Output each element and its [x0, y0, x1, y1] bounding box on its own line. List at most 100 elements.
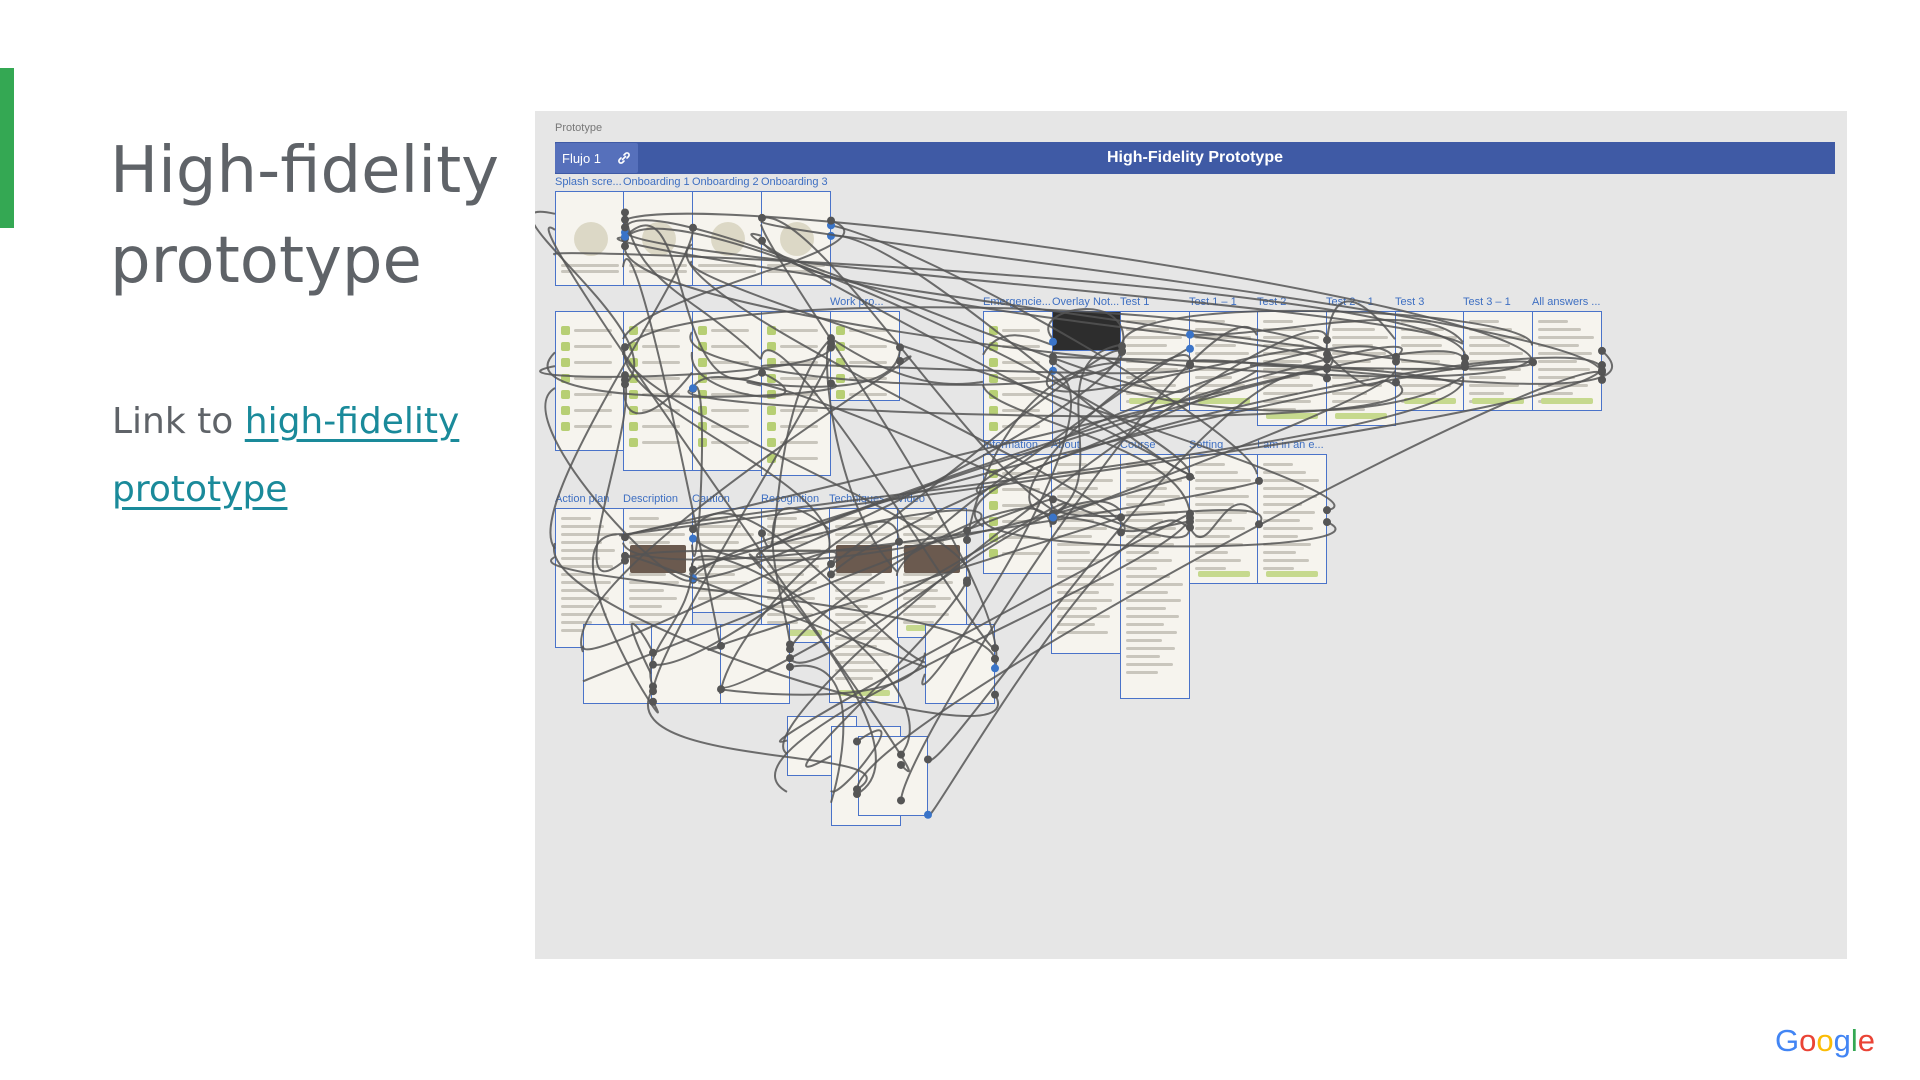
- connection-handle[interactable]: [689, 384, 697, 393]
- prototype-frame[interactable]: [1120, 454, 1190, 699]
- connection-handle[interactable]: [758, 368, 766, 377]
- connection-wire: [547, 226, 910, 773]
- connection-handle[interactable]: [621, 232, 629, 241]
- connection-wire: [707, 516, 1123, 651]
- connection-wire: [856, 371, 1605, 794]
- prototype-frame[interactable]: [623, 311, 693, 471]
- prototype-connections: [535, 208, 1614, 819]
- connection-wire: [624, 219, 1190, 394]
- connection-handle[interactable]: [621, 380, 629, 389]
- connection-handle[interactable]: [1598, 366, 1606, 375]
- connection-handle[interactable]: [827, 334, 835, 343]
- connection-handle[interactable]: [924, 810, 932, 819]
- connection-handle[interactable]: [963, 578, 971, 587]
- link-icon[interactable]: [616, 150, 632, 166]
- connection-handle[interactable]: [1323, 506, 1331, 515]
- connection-handle[interactable]: [1323, 518, 1331, 527]
- connection-wire: [622, 371, 693, 415]
- connection-handle[interactable]: [1186, 330, 1194, 339]
- connection-handle[interactable]: [1461, 359, 1469, 368]
- connection-wire: [539, 347, 832, 378]
- connection-handle[interactable]: [1186, 361, 1194, 370]
- connection-wire: [689, 260, 1336, 512]
- connection-wire: [1189, 318, 1464, 343]
- connection-handle[interactable]: [717, 685, 725, 694]
- connection-handle[interactable]: [1049, 513, 1057, 522]
- connection-handle[interactable]: [786, 662, 794, 671]
- connection-handle[interactable]: [897, 760, 905, 769]
- connection-handle[interactable]: [895, 537, 903, 546]
- connection-handle[interactable]: [896, 343, 904, 352]
- connection-handle[interactable]: [1255, 476, 1263, 485]
- connection-wire: [982, 519, 1337, 548]
- connection-wire: [921, 369, 1072, 686]
- connection-handle[interactable]: [1186, 344, 1194, 353]
- connection-handle[interactable]: [621, 551, 629, 560]
- connection-handle[interactable]: [853, 737, 861, 746]
- connection-handle[interactable]: [1049, 337, 1057, 346]
- connection-wire: [544, 387, 695, 582]
- connection-wire: [1188, 350, 1614, 385]
- connection-handle[interactable]: [786, 640, 794, 649]
- connection-handle[interactable]: [717, 641, 725, 650]
- connection-handle[interactable]: [896, 357, 904, 366]
- connection-handle[interactable]: [1323, 355, 1331, 364]
- connection-wire: [719, 520, 900, 695]
- connection-wire: [535, 210, 636, 385]
- prototype-frame[interactable]: [1189, 454, 1259, 584]
- flow-chip[interactable]: Flujo 1: [555, 143, 638, 173]
- connection-handle[interactable]: [1323, 374, 1331, 383]
- connection-wire: [760, 349, 996, 650]
- connection-wire: [720, 652, 926, 696]
- connection-wire: [692, 375, 1191, 539]
- connection-handle[interactable]: [621, 215, 629, 224]
- connection-handle[interactable]: [991, 654, 999, 663]
- connection-wire: [805, 580, 968, 768]
- connection-handle[interactable]: [991, 690, 999, 699]
- connection-handle[interactable]: [621, 371, 629, 380]
- prototype-link[interactable]: high-fidelity prototype: [112, 401, 460, 510]
- connection-handle[interactable]: [827, 570, 835, 579]
- connection-wire: [690, 555, 911, 756]
- connection-handle[interactable]: [758, 236, 766, 245]
- connection-handle[interactable]: [758, 529, 766, 538]
- prototype-frame[interactable]: [858, 736, 928, 816]
- prototype-frame[interactable]: [583, 624, 653, 704]
- connection-handle[interactable]: [621, 223, 629, 232]
- connection-handle[interactable]: [963, 536, 971, 545]
- connection-handle[interactable]: [991, 644, 999, 653]
- connection-handle[interactable]: [621, 242, 629, 251]
- connection-wire: [973, 356, 1604, 528]
- connection-handle[interactable]: [1186, 509, 1194, 518]
- connection-handle[interactable]: [853, 785, 861, 794]
- connection-handle[interactable]: [649, 682, 657, 691]
- connection-wire: [760, 363, 1192, 375]
- connection-handle[interactable]: [1118, 342, 1126, 351]
- connection-handle[interactable]: [758, 213, 766, 222]
- connection-handle[interactable]: [827, 560, 835, 569]
- connection-handle[interactable]: [1117, 513, 1125, 522]
- connection-wire: [624, 541, 898, 562]
- connection-handle[interactable]: [897, 796, 905, 805]
- connection-wire: [546, 351, 837, 398]
- connection-wire: [623, 554, 927, 668]
- google-logo: Google: [1775, 1023, 1875, 1058]
- connection-handle[interactable]: [1323, 336, 1331, 345]
- connection-handle[interactable]: [689, 525, 697, 534]
- connection-wire: [1052, 515, 1190, 533]
- connection-wire: [719, 502, 1068, 689]
- connection-wire: [1052, 360, 1464, 412]
- connection-handle[interactable]: [1118, 347, 1126, 356]
- connection-handle[interactable]: [1598, 346, 1606, 355]
- connection-handle[interactable]: [924, 755, 932, 764]
- prototype-frame[interactable]: [555, 191, 625, 286]
- connection-handle[interactable]: [991, 664, 999, 673]
- connection-handle[interactable]: [689, 534, 697, 543]
- connection-wire: [966, 361, 1121, 541]
- prototype-canvas[interactable]: Prototype High-Fidelity Prototype Flujo …: [535, 111, 1847, 959]
- connection-wire: [622, 258, 723, 650]
- prototype-frame[interactable]: [897, 508, 967, 638]
- connection-handle[interactable]: [649, 697, 657, 706]
- connection-wire: [761, 240, 1328, 364]
- connection-handle[interactable]: [621, 208, 629, 217]
